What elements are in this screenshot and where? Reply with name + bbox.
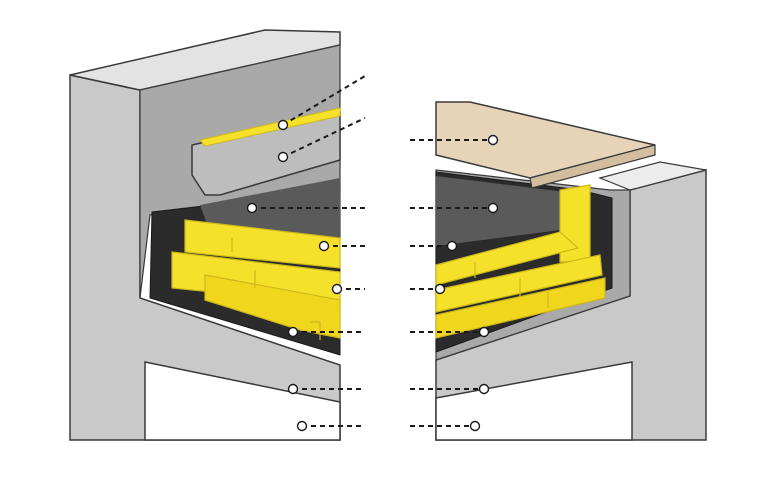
callout-dot-left-8 xyxy=(296,420,308,432)
callout-dot-left-2 xyxy=(277,151,289,163)
concrete-wall-top xyxy=(69,29,341,91)
insulation-board-right-3 xyxy=(435,277,606,339)
callout-dot-left-7 xyxy=(287,383,299,395)
left-callout-dots xyxy=(246,119,343,432)
right-section xyxy=(435,101,707,441)
insulation-board-right-2 xyxy=(435,254,603,313)
right-callout-leaders xyxy=(410,139,493,427)
callout-dot-right-7 xyxy=(469,420,481,432)
insulation-board-left-1 xyxy=(184,219,341,269)
callout-dot-right-1 xyxy=(487,134,499,146)
callout-dot-right-5 xyxy=(478,326,490,338)
callout-dot-left-4 xyxy=(318,240,330,252)
slab-cavity-left xyxy=(144,361,341,441)
callout-dot-left-3 xyxy=(246,202,258,214)
callout-dot-right-4 xyxy=(434,283,446,295)
insulation-joints-right xyxy=(474,262,549,308)
callout-dot-left-5 xyxy=(331,283,343,295)
callout-dot-right-3 xyxy=(446,240,458,252)
left-section xyxy=(69,29,341,441)
roof-deck-right xyxy=(436,176,565,246)
slab-cavity-right xyxy=(435,361,633,441)
insulation-board-right-1 xyxy=(435,231,580,286)
leader-left-1 xyxy=(282,75,366,126)
callout-dot-left-6 xyxy=(287,326,299,338)
left-callout-leaders xyxy=(252,75,366,427)
concrete-wall-top-right xyxy=(598,161,707,191)
callout-dot-right-6 xyxy=(478,383,490,395)
stone-paver-edge xyxy=(529,144,656,189)
leader-left-2 xyxy=(282,117,366,158)
callout-dot-left-1 xyxy=(277,119,289,131)
insulation-joints-left xyxy=(231,238,321,340)
callout-dot-right-2 xyxy=(487,202,499,214)
right-callout-dots xyxy=(434,134,499,432)
